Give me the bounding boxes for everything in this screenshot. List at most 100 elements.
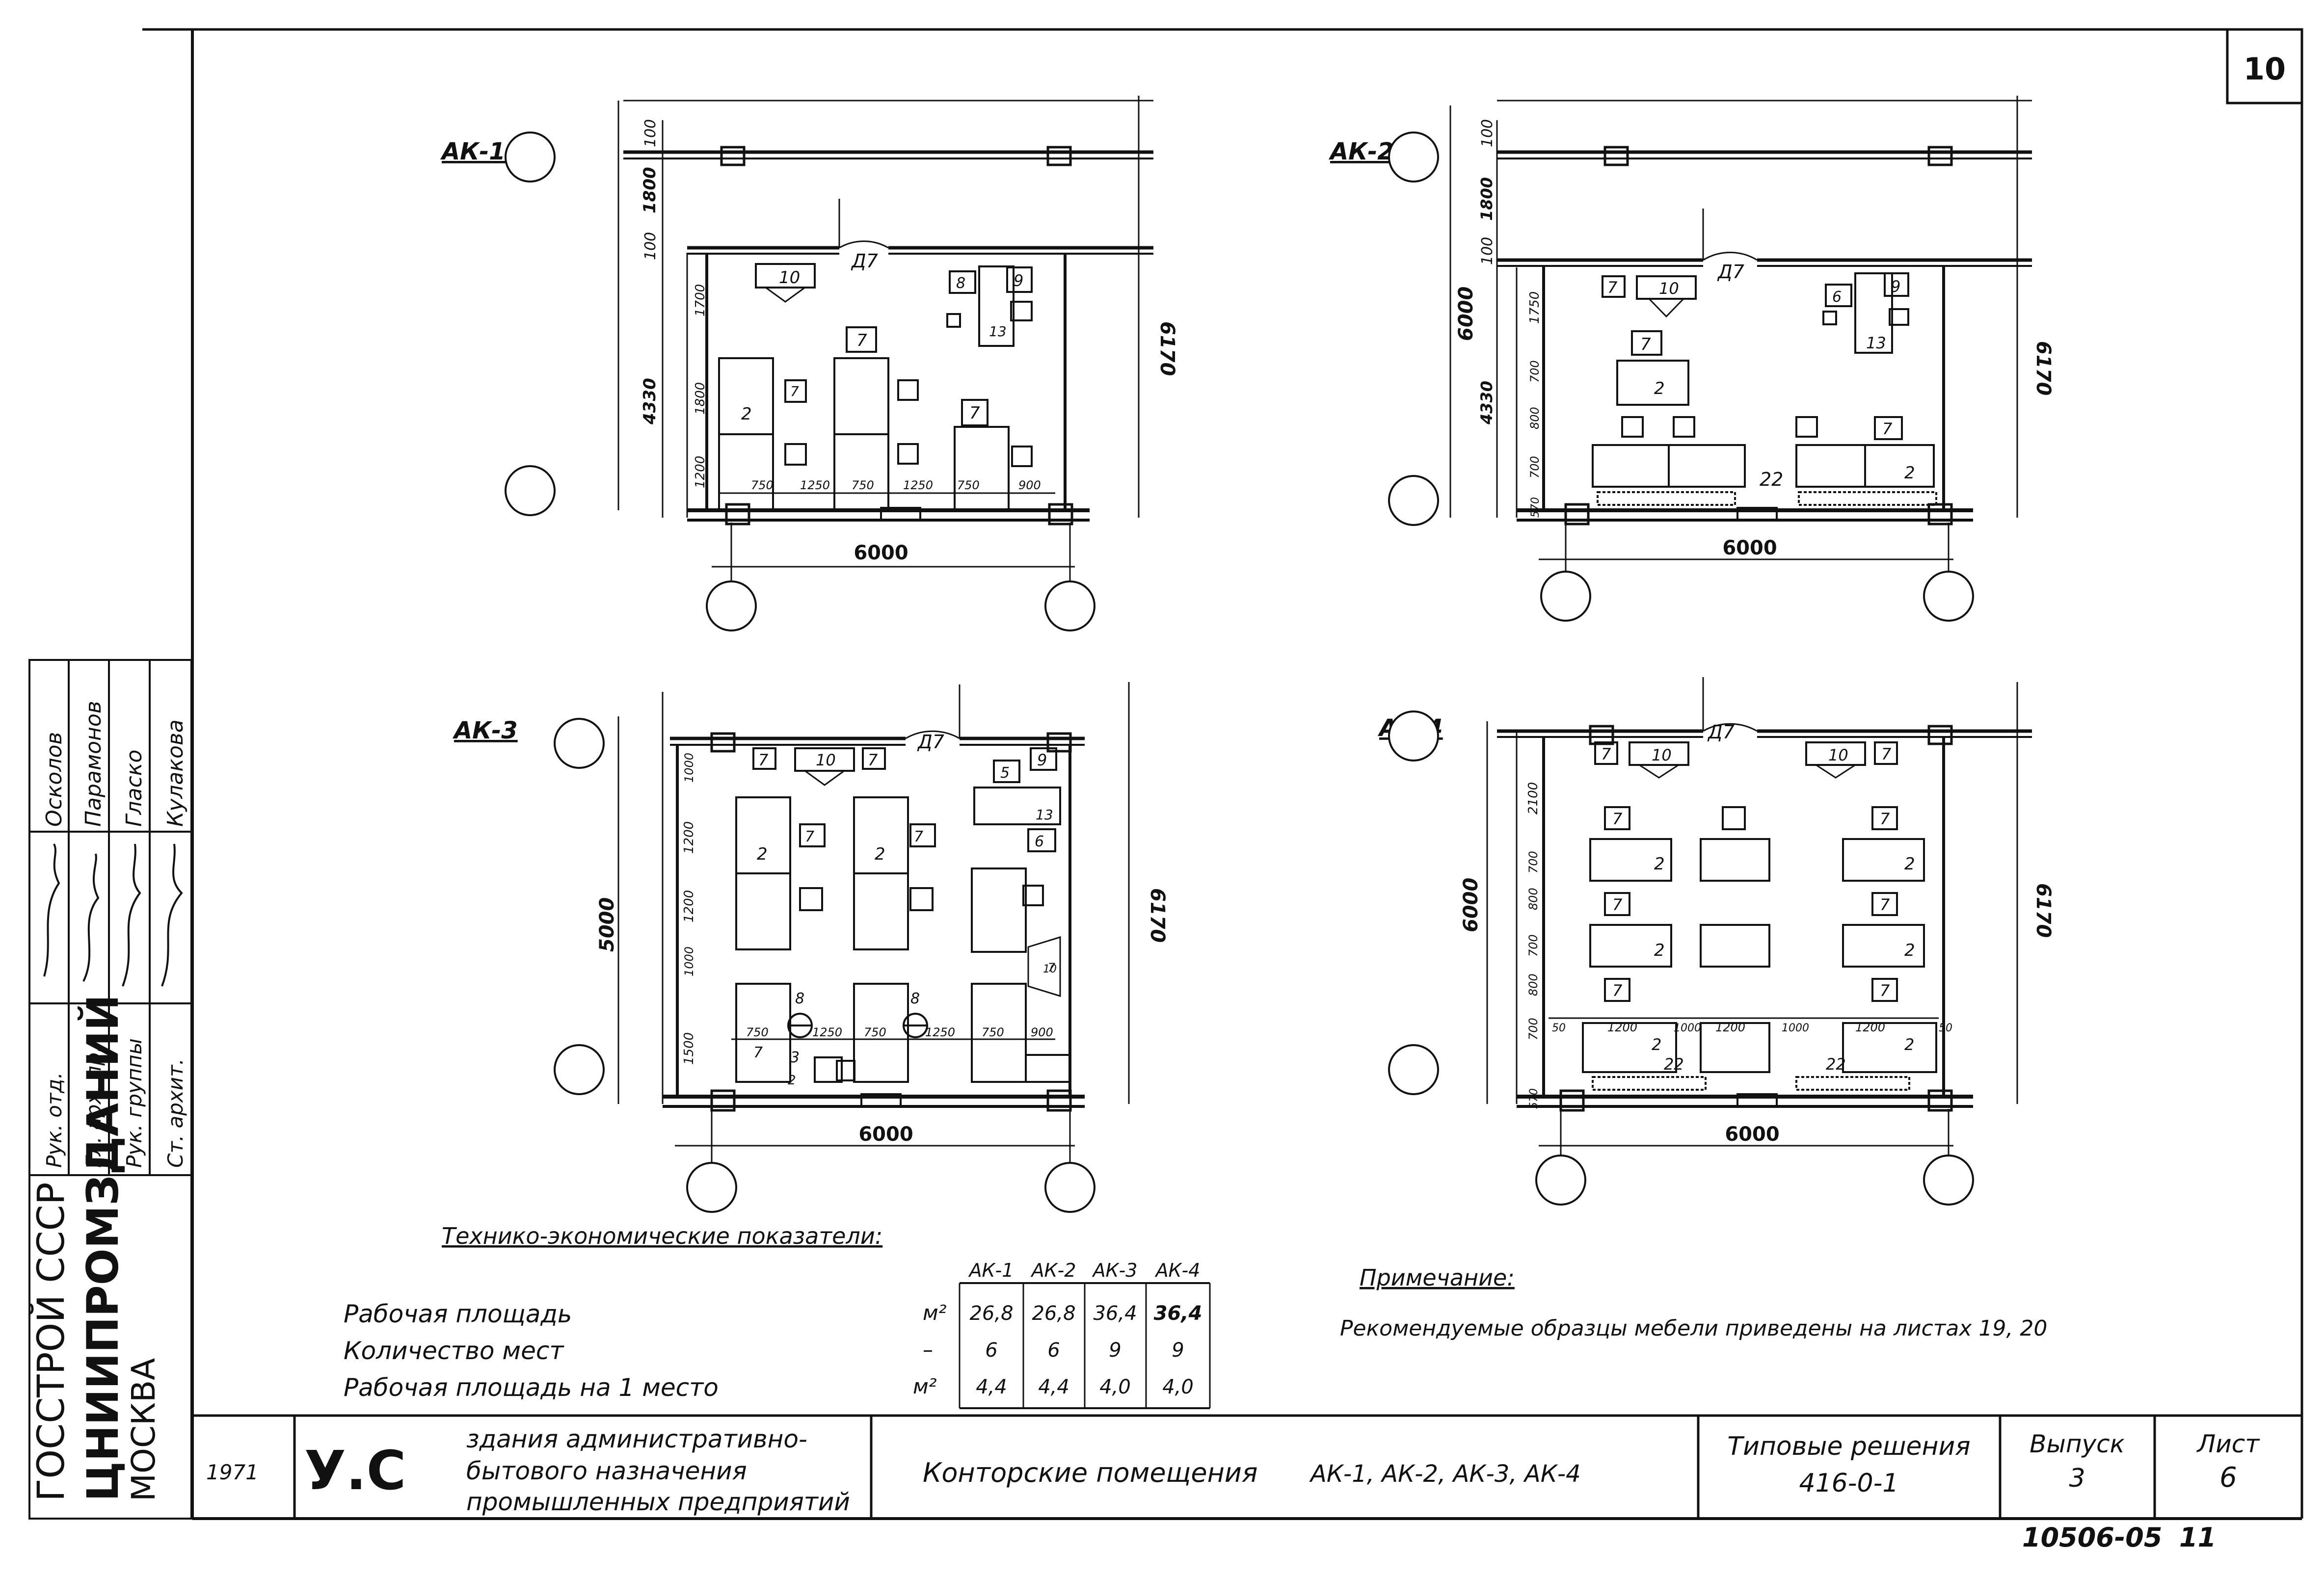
indicator-value: 4,4 bbox=[1038, 1376, 1069, 1398]
plan-ak3-item: 2 bbox=[757, 844, 768, 864]
plan-ak4-item: 7 bbox=[1880, 981, 1890, 1000]
plan-ak1-bottom-dim-3: 750 bbox=[852, 478, 874, 492]
plan-ak4-width: 6000 bbox=[1725, 1123, 1779, 1146]
plan-ak4-item: 7 bbox=[1612, 810, 1623, 828]
plan-ak4-left-dim-2: 700 bbox=[1526, 851, 1540, 873]
plan-ak3-item: 7 bbox=[868, 751, 878, 769]
plan-ak1-bottom-dim-2: 1250 bbox=[800, 478, 830, 492]
plan-ak4-bottom-dim-5: 1000 bbox=[1782, 1022, 1809, 1034]
plan-ak4-left-dim-3: 800 bbox=[1526, 888, 1540, 910]
note-text: Рекомендуемые образцы мебели приведены н… bbox=[1340, 1316, 2047, 1341]
plan-ak3-item: 6 bbox=[1035, 833, 1044, 850]
indicators-col: АК-2 bbox=[1030, 1260, 1076, 1281]
plan-ak3-item: 3 bbox=[790, 1049, 800, 1066]
side-stamp: ГОССТРОЙ СССР ЦНИИПРОМЗДАНИЙ МОСКВА Рук.… bbox=[28, 659, 192, 1520]
plan-ak3-bottom-dim-2: 1250 bbox=[812, 1025, 842, 1039]
plan-ak3-item: 7 bbox=[805, 828, 814, 845]
plan-ak3-width: 6000 bbox=[858, 1123, 913, 1146]
indicator-row-unit: м² bbox=[923, 1301, 947, 1325]
plan-ak1-item: 2 bbox=[741, 404, 752, 424]
stamp-role: Гл. арх. пр. bbox=[81, 1046, 106, 1168]
indicator-row-unit: – bbox=[923, 1338, 933, 1362]
plan-ak1-top-dim-3: 100 bbox=[642, 232, 659, 260]
plan-ak3-depth: 6170 bbox=[1146, 888, 1169, 943]
plan-ak3-item: 2 bbox=[875, 844, 885, 864]
plan-ak4-item: 7 bbox=[1612, 981, 1623, 1000]
plan-ak3-item: 7 bbox=[758, 751, 769, 769]
plan-ak4: АК-4 Д7 6000 6170 6000 2100 700 800 700 … bbox=[1377, 677, 2055, 1206]
plan-ak2-item: 22 bbox=[1760, 469, 1783, 490]
title-block: 1971 У.С здания административно- бытовог… bbox=[192, 1414, 2302, 1519]
plan-ak4-item: 2 bbox=[1904, 941, 1915, 960]
plan-ak2-item: 7 bbox=[1882, 420, 1893, 438]
indicator-value: 9 bbox=[1109, 1339, 1121, 1362]
plan-ak4-left-dim-4: 700 bbox=[1526, 934, 1540, 957]
indicator-value: 26,8 bbox=[969, 1302, 1013, 1325]
sheet-number: 10 bbox=[2244, 51, 2286, 87]
plan-ak1-item: 7 bbox=[856, 331, 867, 350]
plan-ak1-item: 9 bbox=[1014, 271, 1023, 290]
plan-ak3: АК-3 Д7 6000 6170 5000 1000 1200 1200 10… bbox=[452, 682, 1169, 1213]
title-subject-1: здания административно- bbox=[466, 1425, 807, 1453]
plan-ak2-item: 9 bbox=[1891, 277, 1900, 296]
plan-ak4-bottom-dim-2: 1200 bbox=[1607, 1021, 1637, 1034]
indicators-col: АК-3 bbox=[1092, 1260, 1138, 1281]
plan-ak2-depth: 6170 bbox=[2032, 341, 2055, 395]
plan-ak1-bottom-dim-1: 750 bbox=[751, 478, 774, 492]
plan-ak4-bottom-dim-4: 1200 bbox=[1715, 1021, 1745, 1034]
indicator-row-name: Рабочая площадь bbox=[344, 1300, 572, 1328]
plan-ak4-outer: 6000 bbox=[1460, 878, 1482, 932]
plan-ak4-left-dim-5: 800 bbox=[1526, 973, 1540, 996]
plan-ak3-outer: 5000 bbox=[596, 897, 618, 952]
plan-ak4-item: 7 bbox=[1881, 745, 1892, 763]
plan-ak2-top-dim-1: 100 bbox=[1479, 119, 1496, 147]
plan-ak3-item: 7 bbox=[753, 1044, 763, 1061]
plan-ak1-bottom-dim-6: 900 bbox=[1018, 478, 1041, 492]
plan-ak2-item: 13 bbox=[1866, 334, 1886, 352]
indicator-row-name: Количество мест bbox=[344, 1337, 564, 1365]
plan-ak1-interior-total: 4330 bbox=[640, 378, 660, 425]
stamp-name: Гласко bbox=[122, 750, 147, 827]
plan-ak3-bottom-dim-5: 750 bbox=[982, 1025, 1004, 1039]
title-subject-3: промышленных предприятий bbox=[466, 1488, 850, 1516]
indicators-col: АК-4 bbox=[1154, 1260, 1201, 1281]
plan-ak4-item: 10 bbox=[1652, 746, 1672, 764]
indicator-value: 36,4 bbox=[1154, 1302, 1202, 1325]
plan-ak2-width: 6000 bbox=[1722, 537, 1777, 559]
title-sheet-label: Лист bbox=[2196, 1430, 2261, 1458]
plan-ak1-item: 8 bbox=[956, 275, 965, 292]
plan-ak3-left-dim-5: 1500 bbox=[682, 1032, 696, 1065]
plan-ak1-bottom-dim-4: 1250 bbox=[903, 478, 933, 492]
plan-ak4-item: 2 bbox=[1904, 1035, 1914, 1054]
plan-ak4-item: 22 bbox=[1664, 1055, 1684, 1074]
plan-ak4-item: 7 bbox=[1880, 895, 1890, 914]
plan-ak3-item: 7 bbox=[1048, 961, 1056, 974]
signatures bbox=[43, 843, 183, 987]
indicator-value: 26,8 bbox=[1032, 1302, 1075, 1325]
plan-ak3-left-dim-2: 1200 bbox=[682, 821, 696, 854]
stamp-role: Рук. группы bbox=[122, 1038, 146, 1168]
plan-ak4-item: 7 bbox=[1880, 810, 1890, 828]
stamp-role: Ст. архит. bbox=[163, 1058, 187, 1168]
title-issue-label: Выпуск bbox=[2030, 1430, 2125, 1458]
plan-ak4-item: 10 bbox=[1828, 746, 1848, 764]
title-typ-value: 416-0-1 bbox=[1799, 1469, 1899, 1498]
plan-ak2-top-dim-3: 100 bbox=[1479, 237, 1496, 265]
title-issue-value: 3 bbox=[2069, 1464, 2085, 1493]
plan-ak3-bottom-dim-6: 900 bbox=[1031, 1025, 1053, 1039]
plan-ak4-bottom-dim-1: 50 bbox=[1552, 1022, 1566, 1034]
plan-ak1-left-dim-2: 1800 bbox=[693, 382, 708, 415]
plan-ak4-left-dim-7: 570 bbox=[1528, 1088, 1540, 1109]
plan-ak2-left-dim-3: 800 bbox=[1528, 407, 1542, 429]
plan-ak4-item: 2 bbox=[1904, 854, 1915, 874]
title-sheet-value: 6 bbox=[2219, 1462, 2237, 1494]
plan-ak2-item: 2 bbox=[1904, 463, 1915, 483]
indicator-value: 6 bbox=[985, 1339, 997, 1362]
title-subject-2: бытового назначения bbox=[466, 1457, 747, 1485]
indicators-title: Технико-экономические показатели: bbox=[442, 1223, 882, 1249]
indicator-value: 4,0 bbox=[1162, 1376, 1194, 1398]
plan-ak2: АК-2 Д7 6000 6170 6000 4330 100 1800 100… bbox=[1328, 96, 2055, 622]
note-title: Примечание: bbox=[1360, 1264, 1515, 1291]
title-series-mark: У.С bbox=[304, 1439, 406, 1502]
